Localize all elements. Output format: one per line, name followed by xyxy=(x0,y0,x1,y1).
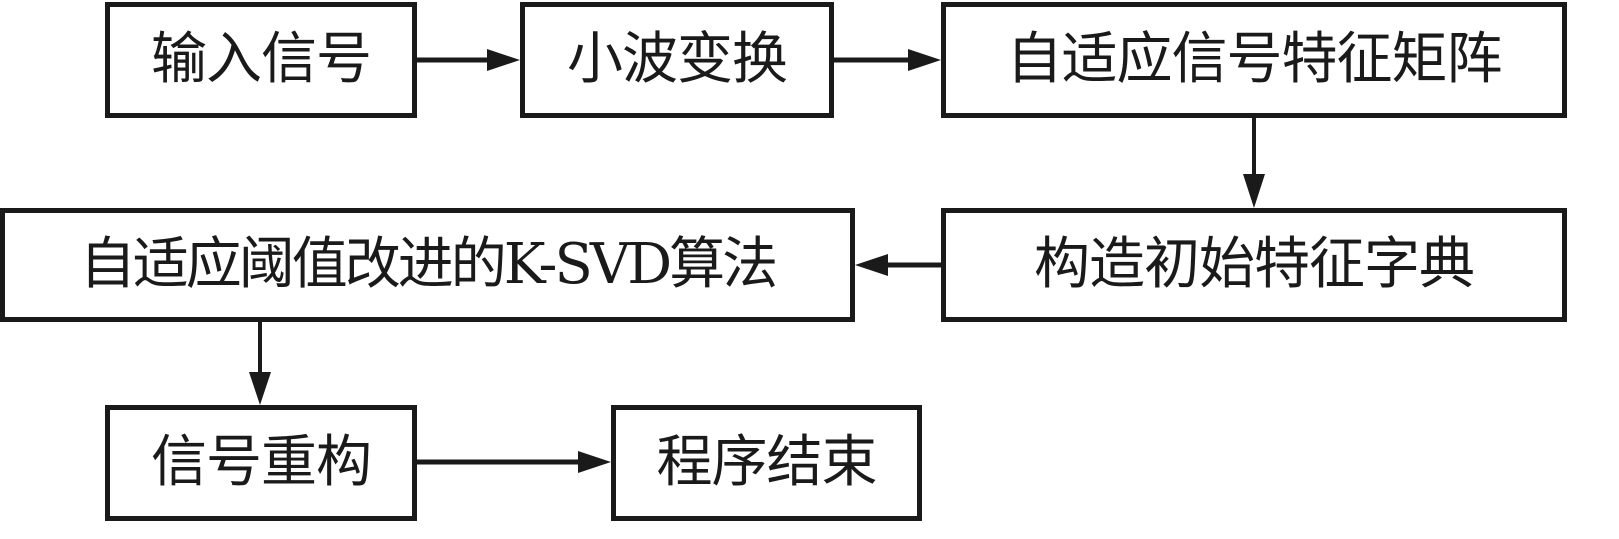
edge-ksvd-to-recon xyxy=(249,322,271,405)
edge-matrix-to-dict xyxy=(1243,118,1265,208)
node-wavelet-transform: 小波变换 xyxy=(520,2,834,118)
node-input-signal: 输入信号 xyxy=(105,2,417,118)
node-label: 信号重构 xyxy=(151,430,372,495)
edge-input-to-wavelet xyxy=(417,49,520,71)
node-ksvd-algorithm: 自适应阈值改进的K-SVD算法 xyxy=(0,208,855,322)
node-label: 程序结束 xyxy=(656,430,878,495)
edge-recon-to-end xyxy=(417,451,611,473)
node-signal-reconstruction: 信号重构 xyxy=(105,405,417,521)
node-adaptive-feature-matrix: 自适应信号特征矩阵 xyxy=(941,2,1567,118)
node-label: 小波变换 xyxy=(567,27,788,92)
node-label: 构造初始特征字典 xyxy=(1034,232,1475,297)
node-initial-dictionary: 构造初始特征字典 xyxy=(941,208,1567,322)
edge-wavelet-to-matrix xyxy=(834,49,941,71)
node-label: 自适应信号特征矩阵 xyxy=(1006,27,1503,92)
edge-dict-to-ksvd xyxy=(855,254,941,276)
node-program-end: 程序结束 xyxy=(611,405,922,521)
node-label: 输入信号 xyxy=(151,27,372,92)
node-label: 自适应阈值改进的K-SVD算法 xyxy=(79,232,778,297)
